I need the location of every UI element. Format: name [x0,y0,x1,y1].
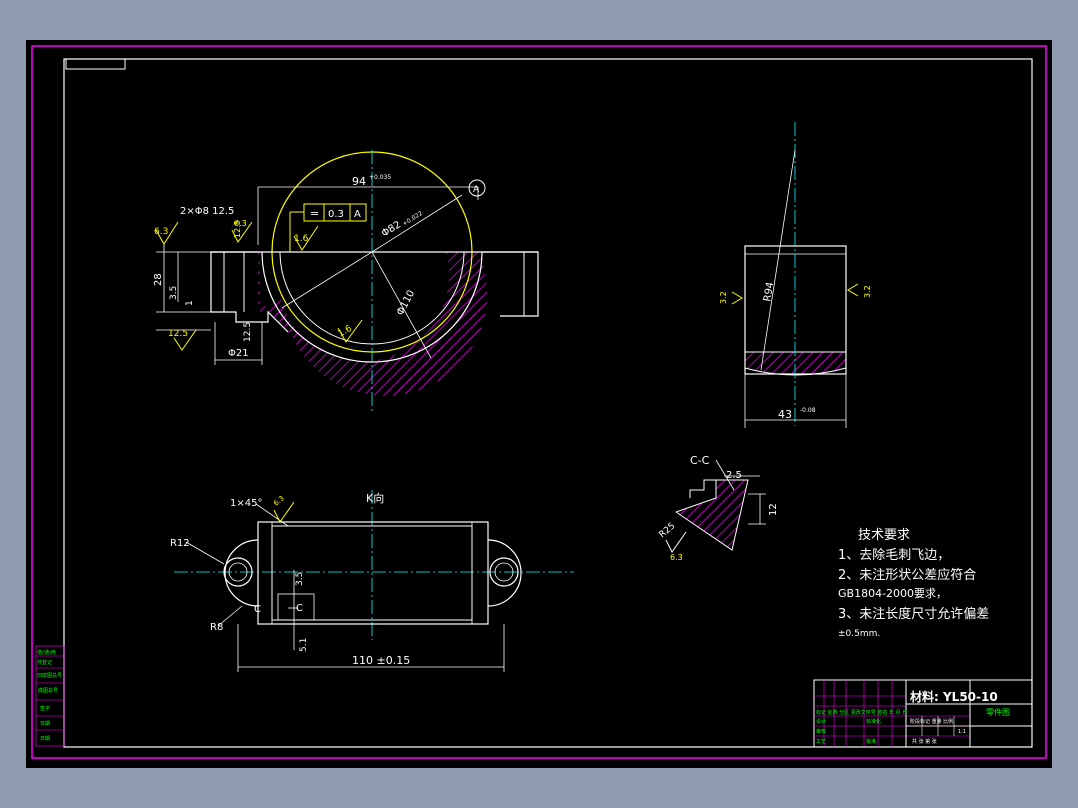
side-label-4: 签字 [40,705,50,712]
notes-item-2: 2、未注形状公差应符合 [838,567,976,583]
title-standard: 标准化 [866,718,881,725]
front-dim-top: 94 [352,175,366,188]
section-dim-top: 2.5 [726,470,742,481]
front-dim-height: 28 [153,273,164,286]
side-dim-width-tol: -0.08 [800,407,816,414]
title-audit: 审核 [816,728,826,735]
bottom-title: K向 [366,491,384,505]
datum-a-bubble [468,179,486,197]
side-label-1: 件登记 [37,659,52,666]
section-dim-radius: R25 [658,521,678,540]
front-roughness-4: 12.5 [168,329,188,339]
bottom-section-mark-b: C [296,603,303,614]
front-dim-hole: 2×Φ8 12.5 [180,206,234,217]
title-approve: 批准 [866,738,876,745]
bottom-dim-small: 5.1 [299,638,309,652]
side-labels: 借(通)用 件登记 旧底图总号 底图总号 签字 日期 日期 [35,645,65,747]
title-scale: 1:1 [958,729,966,735]
technical-notes: 技术要求 1、去除毛刺飞边， 2、未注形状公差应符合 GB1804-2000要求… [838,528,989,639]
title-sheet: 共 张 第 张 [912,738,937,745]
outer-border [31,45,1047,759]
notes-item-3: GB1804-2000要求， [838,587,947,600]
bottom-dim-r8: R8 [210,622,223,633]
front-tol-symbol: = [310,207,319,220]
bottom-section-mark-a: C [254,604,261,615]
front-datum-a: A [473,185,480,195]
title-row1: 标记 处数 分区 更改文件号 签名 年 月 日 [816,709,907,716]
bottom-dim-r12: R12 [170,538,190,549]
notes-title: 技术要求 [858,528,910,543]
notes-item-1: 1、去除毛刺飞边， [838,548,950,563]
front-dim-bottom: Φ21 [228,348,249,359]
front-dim-inner: Φ110 [395,288,417,317]
front-roughness-1: 6.3 [154,227,168,237]
side-dim-width: 43 [778,408,792,421]
bottom-view: K向 1×45° 6.3 R12 R8 110 ±0.15 5.1 3.5 C … [170,490,574,672]
front-dim-bore-tol: +0.022 [401,210,424,228]
notes-item-5: ±0.5mm. [838,629,880,639]
side-label-3: 底图总号 [38,687,58,694]
drawing-canvas: 94 +0.035 = 0.3 A A Φ82 +0.022 Φ110 2×Φ8… [31,45,1047,759]
notes-item-4: 3、未注长度尺寸允许偏差 [838,606,989,622]
front-view: 94 +0.035 = 0.3 A A Φ82 +0.022 Φ110 2×Φ8… [153,150,539,412]
inner-border [63,58,1033,748]
title-stage: 阶段标记 重量 比例 [910,718,953,725]
front-dim-bore: Φ82 [380,219,403,239]
drawing-viewport[interactable]: 94 +0.035 = 0.3 A A Φ82 +0.022 Φ110 2×Φ8… [26,40,1052,768]
title-block: 材料: YL50-10 零件图 标记 处数 分区 更改文件号 签名 年 月 日 … [813,679,1033,748]
side-label-2: 旧底图总号 [37,672,62,679]
side-roughness-right: 3.2 [863,285,872,298]
section-dim-right: 12 [768,503,779,516]
front-roughness-6: 6.3 [234,219,247,228]
left-boss [210,251,289,333]
bottom-body [257,521,489,625]
side-outline [744,245,847,375]
front-tol-value: 0.3 [328,209,344,220]
bottom-dim-small-b: 3.5 [295,572,305,586]
side-label-0: 借(通)用 [37,649,56,656]
section-roughness: 6.3 [670,553,683,562]
section-cc: C-C 2.5 12 R25 6.3 [658,454,779,562]
side-label-5: 日期 [40,721,50,727]
right-boss [482,251,539,317]
section-hatch [676,480,748,550]
corner-tab [65,58,126,70]
front-dim-12-5: 12.5 [243,322,253,342]
side-dim-radius: R94 [762,281,776,302]
left-lug [224,539,259,607]
front-roughness-5: 12.5 [233,220,242,238]
front-dim-height-small: 3.5 [169,286,179,300]
bottom-chamfer: 1×45° [230,498,262,509]
front-roughness-2: 1.6 [294,234,309,244]
title-designer: 设计 [816,718,826,725]
front-dim-top-tol: +0.035 [369,174,391,181]
front-roughness-3: 1.6 [337,324,355,340]
side-label-6: 日期 [40,736,50,742]
side-view: R94 43 -0.08 3.2 3.2 [719,122,872,428]
bottom-dim-length: 110 ±0.15 [352,654,410,667]
front-tol-datum: A [354,209,361,220]
bottom-roughness: 6.3 [272,494,286,507]
title-process: 工艺 [816,739,826,745]
title-drawing-name: 零件图 [986,707,1010,717]
section-title: C-C [690,454,710,467]
front-hatch [211,252,488,397]
title-material: 材料: YL50-10 [909,689,998,704]
right-lug [487,539,522,607]
side-roughness-left: 3.2 [719,291,728,304]
side-hatch [745,352,846,375]
front-dim-one: 1 [185,300,195,306]
